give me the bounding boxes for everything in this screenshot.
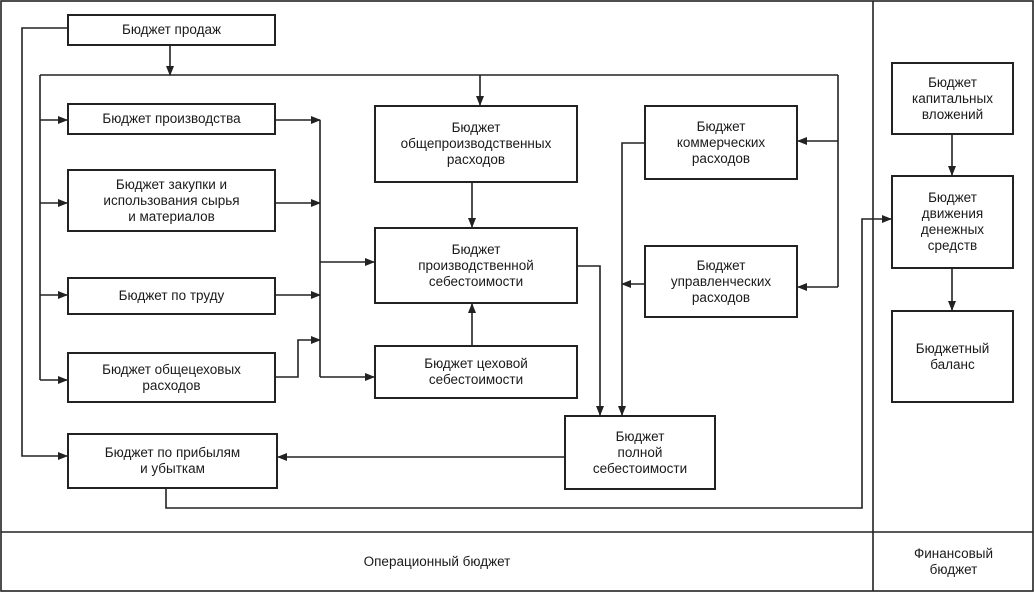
arrow-commercial-to-full-cost bbox=[618, 142, 644, 416]
box-full-cost-budget: Бюджет полной себестоимости bbox=[564, 415, 716, 490]
box-administrative-budget: Бюджет управленческих расходов bbox=[644, 245, 798, 318]
region-label-financial: Финансовый бюджет bbox=[913, 546, 994, 577]
arrow-sales-to-profit-loss bbox=[21, 27, 68, 460]
box-cash-flow-budget: Бюджет движения денежных средств bbox=[891, 175, 1014, 269]
box-capital-budget: Бюджет капитальных вложений bbox=[891, 62, 1014, 135]
box-general-production-budget: Бюджет общепроизводственных расходов bbox=[374, 105, 578, 183]
arrow-profit-loss-to-cash-flow bbox=[165, 215, 892, 509]
box-shop-overhead-budget: Бюджет общецеховых расходов bbox=[67, 352, 276, 403]
region-label-operational: Операционный бюджет bbox=[363, 554, 511, 569]
box-purchase-budget: Бюджет закупки и использования сырья и м… bbox=[67, 169, 276, 232]
box-production-cost-budget: Бюджет производственной себестоимости bbox=[374, 227, 578, 304]
box-commercial-budget: Бюджет коммерческих расходов bbox=[644, 105, 798, 180]
arrow-production-cost-to-full-cost bbox=[578, 265, 604, 416]
box-labor-budget: Бюджет по труду bbox=[67, 277, 276, 315]
box-shop-cost-budget: Бюджет цеховой себестоимости bbox=[374, 345, 578, 399]
box-balance-budget: Бюджетный баланс bbox=[891, 310, 1014, 403]
box-sales-budget: Бюджет продаж bbox=[67, 14, 276, 46]
box-profit-loss-budget: Бюджет по прибылям и убыткам bbox=[67, 433, 278, 489]
arrow-shop-overhead-to-collector bbox=[276, 336, 321, 378]
box-production-budget: Бюджет производства bbox=[67, 103, 276, 135]
